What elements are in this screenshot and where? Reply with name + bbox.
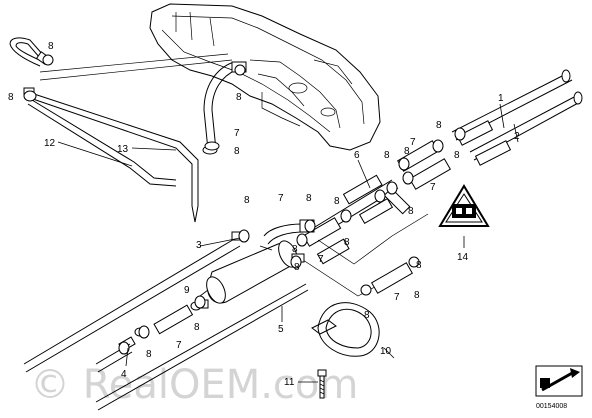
subframe-outline: [149, 3, 381, 151]
callout-8: 8: [236, 92, 242, 103]
callout-8: 8: [8, 92, 14, 103]
guide-line: [317, 213, 429, 265]
callout-7: 7: [234, 128, 240, 139]
watermark-text: © RealOEM.com: [30, 362, 358, 408]
callout-7: 7: [176, 340, 182, 351]
callout-4: 4: [121, 369, 127, 380]
reference-number: 00154008: [536, 403, 567, 410]
callout-7: 7: [318, 254, 324, 265]
guide-line: [39, 53, 229, 73]
callout-8: 8: [404, 146, 410, 157]
callout-8: 8: [294, 262, 300, 273]
fuel-lines-1-2: [451, 69, 583, 166]
diagram-arrow-icon: [535, 365, 583, 397]
callout-8: 8: [364, 310, 370, 321]
callout-8: 8: [306, 193, 312, 204]
callout-7: 7: [278, 193, 284, 204]
callout-8: 8: [244, 195, 250, 206]
callout-14: 14: [457, 252, 469, 263]
callout-8: 8: [344, 237, 350, 248]
callout-8: 8: [416, 260, 422, 271]
callout-8: 8: [292, 244, 298, 255]
callout-8: 8: [454, 150, 460, 161]
callout-12: 12: [44, 138, 56, 149]
callout-10: 10: [380, 346, 392, 357]
callout-2: 2: [514, 131, 520, 142]
callout-8: 8: [384, 150, 390, 161]
callout-8: 8: [48, 41, 54, 52]
callout-13: 13: [117, 144, 129, 155]
callout-7: 7: [410, 137, 416, 148]
callout-9: 9: [184, 285, 190, 296]
callout-7: 7: [430, 182, 436, 193]
mounting-clamp: [311, 302, 380, 357]
callout-3: 3: [196, 240, 202, 251]
callout-8: 8: [194, 322, 200, 333]
callout-1: 1: [498, 93, 504, 104]
callout-8: 8: [334, 196, 340, 207]
callout-8: 8: [146, 349, 152, 360]
callout-8: 8: [436, 120, 442, 131]
leader-lines: [57, 103, 519, 383]
callout-11: 11: [284, 377, 295, 388]
guide-line: [39, 59, 233, 81]
callout-8: 8: [408, 206, 414, 217]
short-hose-right: [360, 256, 420, 296]
callout-labels: 1 2 3 4 5 6 7 7 7 7 7 7 7 8 8 8 8 8 8 8 …: [8, 41, 520, 388]
hose-clamps: [23, 54, 466, 355]
fuel-warning-triangle-icon: [438, 184, 490, 227]
callout-8: 8: [414, 290, 420, 301]
callout-5: 5: [278, 324, 284, 335]
callout-6: 6: [354, 150, 360, 161]
callout-7: 7: [394, 292, 400, 303]
callout-8: 8: [234, 146, 240, 157]
bolt: [317, 369, 327, 399]
